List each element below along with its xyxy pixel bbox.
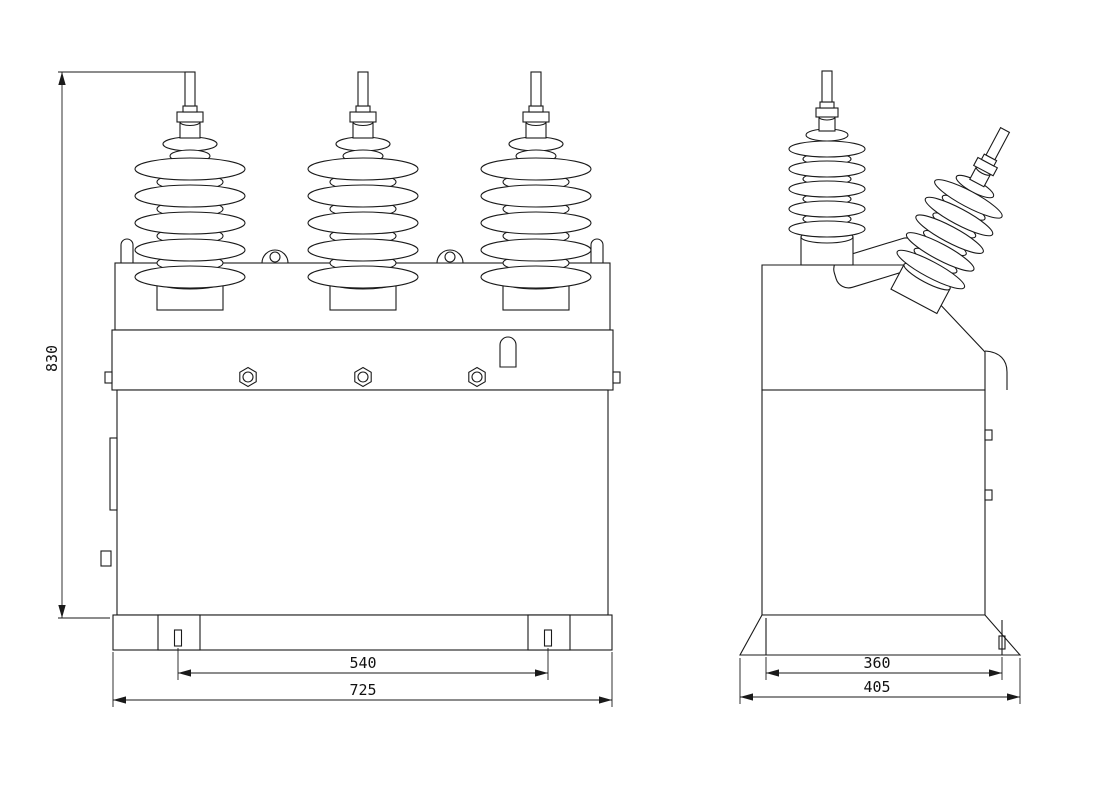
side-bushing-vertical (788, 70, 866, 266)
dim-overall-height: 830 (43, 71, 185, 619)
front-foot-left (157, 614, 201, 651)
front-keyhole-slot (499, 336, 517, 368)
lifting-hook-right (590, 238, 604, 264)
side-base (739, 614, 1022, 656)
front-foot-slot-left (173, 629, 183, 647)
front-foot-slot-right (543, 629, 553, 647)
dim-front-foot-spacing: 540 (177, 648, 549, 680)
front-flange-band (111, 329, 614, 391)
dim-front-overall-width: 725 (112, 652, 613, 707)
lifting-lug-right (436, 249, 464, 264)
side-corner-bracket (984, 350, 1008, 390)
side-bushing-angled (879, 111, 1040, 320)
side-tank-body (761, 389, 986, 616)
dim-540-label: 540 (349, 654, 376, 672)
lifting-lug-left (261, 249, 289, 264)
side-foot-slot (998, 635, 1006, 650)
front-bushing-a (134, 71, 246, 311)
dim-height-label: 830 (43, 345, 61, 372)
front-side-bracket (100, 550, 112, 567)
side-view (739, 70, 1040, 656)
front-bushing-c (480, 71, 592, 311)
dim-side-foot-spacing: 360 (765, 654, 1003, 680)
front-bushing-b (307, 71, 419, 311)
lifting-hook-left (120, 238, 134, 264)
front-flange-tab-left (104, 371, 113, 384)
front-foot-right (527, 614, 571, 651)
side-tab-lower (984, 489, 993, 501)
front-view (100, 71, 621, 651)
dim-725-label: 725 (349, 681, 376, 699)
front-tank-body (116, 389, 609, 616)
front-door-hinge (109, 437, 118, 511)
dim-side-overall-width: 405 (739, 658, 1021, 704)
dim-360-label: 360 (863, 654, 890, 672)
dim-405-label: 405 (863, 678, 890, 696)
front-flange-tab-right (612, 371, 621, 384)
side-tab-upper (984, 429, 993, 441)
